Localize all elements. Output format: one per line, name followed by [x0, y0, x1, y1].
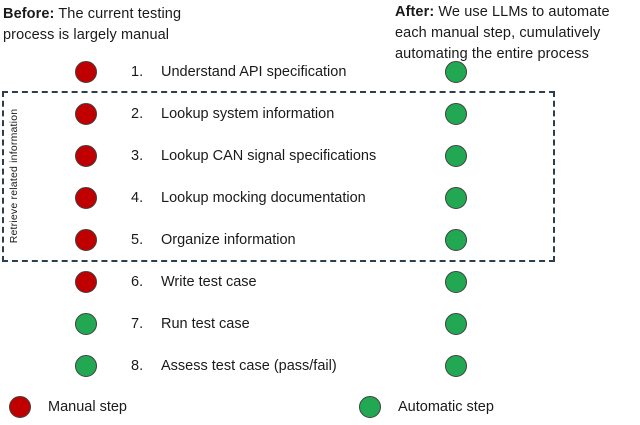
step-row: 3. Lookup CAN signal specifications [0, 135, 640, 177]
step-number: 3. [131, 148, 144, 164]
step-row: 7. Run test case [0, 303, 640, 345]
manual-step-dot [9, 396, 31, 418]
step-label: Organize information [161, 232, 296, 248]
step-number: 6. [131, 274, 144, 290]
after-step-dot [445, 187, 467, 209]
after-step-dot [445, 271, 467, 293]
step-label: Lookup CAN signal specifications [161, 148, 377, 164]
step-row: 4. Lookup mocking documentation [0, 177, 640, 219]
step-row: 6. Write test case [0, 261, 640, 303]
step-row: 1. Understand API specification [0, 51, 640, 93]
before-step-dot [75, 145, 97, 167]
step-label: Write test case [161, 274, 257, 290]
after-header-line2: each manual step, cumulatively [395, 25, 601, 41]
before-step-dot [75, 313, 97, 335]
retrieve-group-label: Retrieve related information [8, 108, 20, 244]
before-step-dot [75, 103, 97, 125]
step-row: 5. Organize information [0, 219, 640, 261]
before-header-bold: Before: [3, 6, 55, 22]
after-step-dot [445, 355, 467, 377]
before-header: Before: The current testing process is l… [3, 4, 233, 46]
step-label: Lookup system information [161, 106, 335, 122]
step-number: 2. [131, 106, 144, 122]
step-number: 1. [131, 64, 144, 80]
after-step-dot [445, 229, 467, 251]
after-step-dot [445, 313, 467, 335]
step-number: 5. [131, 232, 144, 248]
after-header: After: We use LLMs to automate each manu… [395, 2, 640, 65]
before-header-line1: Before: The current testing [3, 6, 182, 22]
before-step-dot [75, 355, 97, 377]
step-number: 8. [131, 358, 144, 374]
step-row: 2. Lookup system information [0, 93, 640, 135]
step-number: 4. [131, 190, 144, 206]
before-header-line2: process is largely manual [3, 27, 170, 43]
before-step-dot [75, 61, 97, 83]
after-header-line1: After: We use LLMs to automate [395, 4, 610, 20]
after-step-dot [445, 103, 467, 125]
step-row: 8. Assess test case (pass/fail) [0, 345, 640, 387]
before-step-dot [75, 229, 97, 251]
step-label: Assess test case (pass/fail) [161, 358, 337, 374]
before-step-dot [75, 187, 97, 209]
after-header-line3: automating the entire process [395, 46, 589, 62]
after-header-bold: After: [395, 4, 435, 20]
steps-list: 1. Understand API specification 2. Looku… [0, 51, 640, 387]
step-number: 7. [131, 316, 144, 332]
legend-item-manual: Manual step [9, 396, 127, 418]
before-step-dot [75, 271, 97, 293]
after-step-dot [445, 61, 467, 83]
legend-item-automatic: Automatic step [359, 396, 494, 418]
step-label: Understand API specification [161, 64, 347, 80]
after-step-dot [445, 145, 467, 167]
step-label: Run test case [161, 316, 250, 332]
legend-label-automatic: Automatic step [398, 399, 494, 415]
step-label: Lookup mocking documentation [161, 190, 366, 206]
legend-label-manual: Manual step [48, 399, 127, 415]
automatic-step-dot [359, 396, 381, 418]
